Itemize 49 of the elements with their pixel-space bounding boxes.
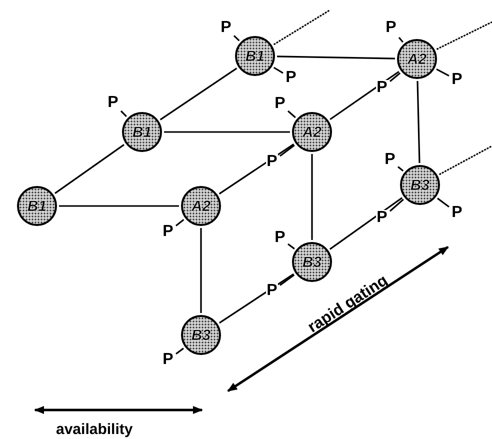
connector-line xyxy=(233,35,240,42)
connector-line xyxy=(273,66,284,74)
connector-line xyxy=(288,243,295,250)
connector-line xyxy=(280,274,295,286)
connector-line xyxy=(280,144,295,157)
dotted-line xyxy=(273,9,330,46)
subunit-label: B1 xyxy=(27,198,47,214)
subunit-circle xyxy=(397,39,437,79)
subunit-label: A2 xyxy=(302,124,322,140)
connector-line xyxy=(276,56,396,60)
connector-line xyxy=(160,68,238,120)
subunit-circle xyxy=(292,242,332,282)
subunit-label: B1 xyxy=(132,124,152,140)
connector-line xyxy=(329,197,403,250)
subunit-label: B3 xyxy=(302,254,322,270)
subunit-label: B3 xyxy=(410,176,430,194)
dotted-line xyxy=(436,21,492,50)
subunit-label: A2 xyxy=(191,198,211,214)
connector-line xyxy=(176,218,184,226)
axis-label: availability xyxy=(56,421,133,438)
subunit-circle xyxy=(17,186,57,226)
connector-line xyxy=(164,131,290,133)
connector-line xyxy=(436,68,450,76)
subunit-circle xyxy=(235,36,275,76)
connector-line xyxy=(176,348,184,355)
connector-line xyxy=(59,205,179,207)
subunit-circle xyxy=(181,186,221,226)
subunit-label: B3 xyxy=(191,326,211,344)
subunit-label: B1 xyxy=(245,48,265,64)
connector-line xyxy=(416,80,420,164)
subunit-label: A2 xyxy=(407,50,427,68)
connector-line xyxy=(330,70,400,120)
connector-line xyxy=(389,198,404,212)
connector-line xyxy=(389,72,401,82)
connector-line xyxy=(398,36,404,43)
connector-line xyxy=(218,144,294,194)
connector-line xyxy=(218,273,294,324)
connector-line xyxy=(287,110,296,118)
connector-line xyxy=(120,110,127,117)
connector-line xyxy=(437,198,450,208)
subunit-circle xyxy=(400,165,440,205)
subunit-circle xyxy=(181,315,221,355)
connector-line xyxy=(398,166,404,172)
connector-line xyxy=(200,228,202,313)
subunit-circle xyxy=(122,112,162,152)
subunit-circle xyxy=(292,112,332,152)
dotted-line xyxy=(438,145,492,176)
connector-line xyxy=(54,144,124,194)
connector-line xyxy=(311,154,313,240)
